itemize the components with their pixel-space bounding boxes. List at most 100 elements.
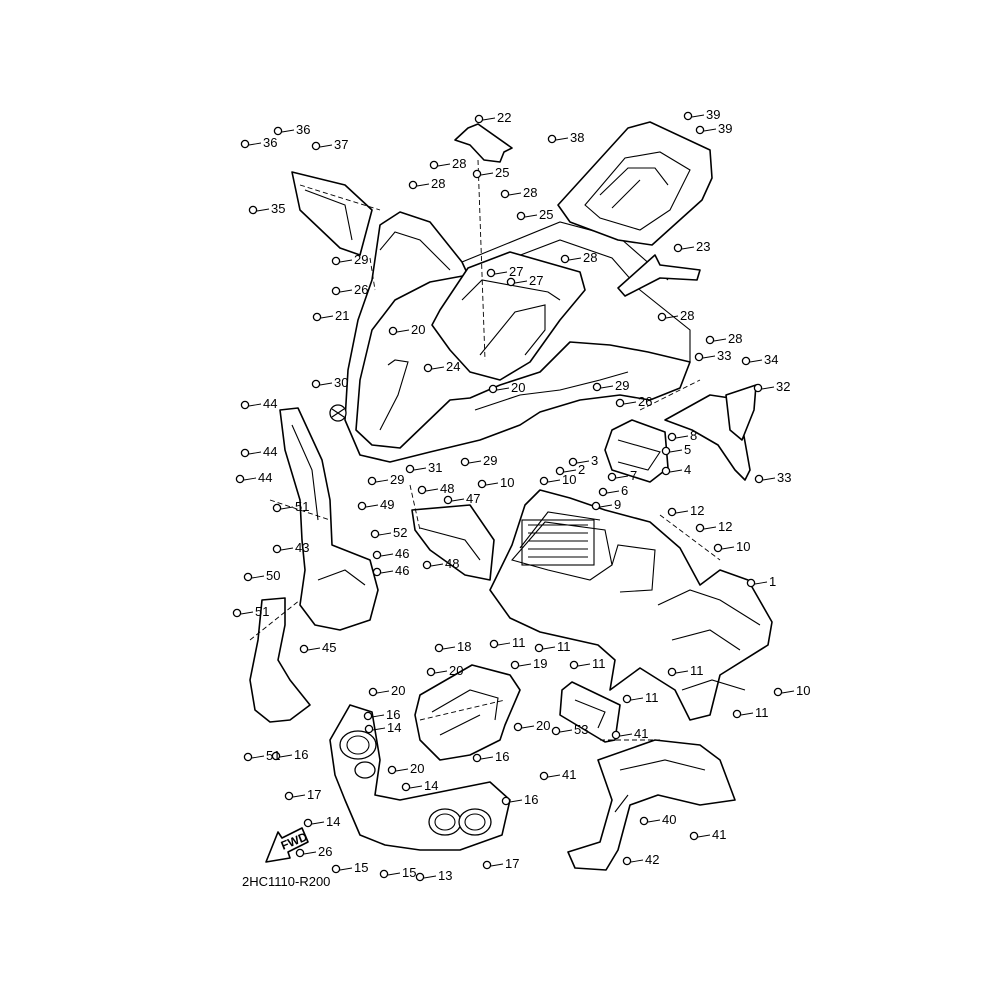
callout-16: 16	[472, 749, 509, 764]
callout-number: 5	[684, 442, 691, 457]
part-front-lower-body	[489, 489, 773, 721]
part-headlight-assembly	[329, 704, 511, 851]
callout-44: 44	[240, 444, 277, 459]
fastener-marker	[489, 639, 499, 649]
fastener-marker	[683, 111, 693, 121]
fastener-marker	[372, 567, 382, 577]
callout-12: 12	[667, 503, 704, 518]
callout-number: 42	[645, 852, 659, 867]
callout-leader	[372, 727, 386, 731]
callout-leader	[665, 315, 679, 319]
callout-11: 11	[534, 639, 571, 654]
callout-number: 16	[524, 792, 538, 807]
fastener-marker	[474, 114, 484, 124]
callout-leader	[387, 872, 401, 876]
callout-leader	[615, 475, 629, 479]
callout-28: 28	[500, 185, 537, 200]
fastener-marker	[331, 256, 341, 266]
fastener-marker	[235, 474, 245, 484]
callout-leader	[721, 546, 735, 550]
callout-number: 51	[255, 604, 269, 619]
callout-number: 41	[634, 726, 648, 741]
part-rail-23	[617, 254, 701, 297]
callout-leader	[256, 208, 270, 212]
callout-16: 16	[363, 707, 400, 722]
callout-leader	[703, 526, 717, 530]
fastener-marker	[661, 466, 671, 476]
callout-leader	[521, 725, 535, 729]
callout-45: 45	[299, 640, 336, 655]
callout-41: 41	[611, 726, 648, 741]
callout-leader	[496, 387, 510, 391]
callout-number: 27	[529, 273, 543, 288]
callout-leader	[375, 479, 389, 483]
part-front-cowl	[344, 211, 691, 463]
callout-46: 46	[372, 563, 409, 578]
callout-leader	[409, 785, 423, 789]
callout-leader	[547, 479, 561, 483]
callout-51: 51	[243, 748, 280, 763]
fastener-marker	[303, 818, 313, 828]
fastener-marker	[555, 466, 565, 476]
callout-leader	[380, 553, 394, 557]
callout-14: 14	[303, 814, 340, 829]
callout-leader	[248, 142, 262, 146]
callout-17: 17	[284, 787, 321, 802]
fastener-marker	[311, 141, 321, 151]
callout-number: 17	[505, 856, 519, 871]
callout-2: 2	[555, 462, 585, 477]
callout-7: 7	[607, 468, 637, 483]
callout-leader	[681, 246, 695, 250]
callout-number: 12	[690, 503, 704, 518]
callout-number: 15	[402, 865, 416, 880]
callout-number: 11	[645, 690, 659, 705]
fastener-marker	[443, 495, 453, 505]
fastener-marker	[534, 643, 544, 653]
callout-leader	[365, 504, 379, 508]
callout-number: 12	[718, 519, 732, 534]
callout-leader	[281, 129, 295, 133]
callout-leader	[413, 467, 427, 471]
callout-number: 44	[263, 444, 277, 459]
callout-number: 28	[452, 156, 466, 171]
callout-number: 10	[736, 539, 750, 554]
callout-number: 15	[354, 860, 368, 875]
fastener-marker	[423, 363, 433, 373]
callout-46: 46	[372, 546, 409, 561]
callout-51: 51	[272, 499, 309, 514]
fastener-marker	[486, 268, 496, 278]
fastener-marker	[673, 243, 683, 253]
callout-29: 29	[592, 378, 629, 393]
fastener-marker	[472, 169, 482, 179]
diagram-code: 2HC1110-R200	[242, 874, 330, 889]
fastener-marker	[732, 709, 742, 719]
callout-leader	[480, 172, 494, 176]
callout-number: 26	[638, 394, 652, 409]
callout-10: 10	[773, 683, 810, 698]
fastener-marker	[415, 872, 425, 882]
callout-leader	[524, 214, 538, 218]
fastener-marker	[387, 765, 397, 775]
part-bracket-box	[604, 419, 669, 483]
fastener-marker	[401, 782, 411, 792]
part-grommet-30	[329, 404, 347, 422]
callout-34: 34	[741, 352, 778, 367]
callout-leader	[762, 477, 776, 481]
callout-number: 39	[706, 107, 720, 122]
fastener-marker	[539, 476, 549, 486]
callout-44: 44	[240, 396, 277, 411]
callout-leader	[395, 768, 409, 772]
fastener-marker	[331, 864, 341, 874]
callout-36: 36	[273, 122, 310, 137]
part-side-guard-43	[279, 407, 379, 631]
callout-number: 10	[500, 475, 514, 490]
callout-leader	[490, 863, 504, 867]
callout-number: 26	[318, 844, 332, 859]
callout-number: 40	[662, 812, 676, 827]
callout-leader	[468, 460, 482, 464]
callout-number: 45	[322, 640, 336, 655]
callout-leader	[378, 532, 392, 536]
fastener-marker	[408, 180, 418, 190]
part-headlight-center	[414, 664, 521, 761]
fastener-marker	[713, 543, 723, 553]
